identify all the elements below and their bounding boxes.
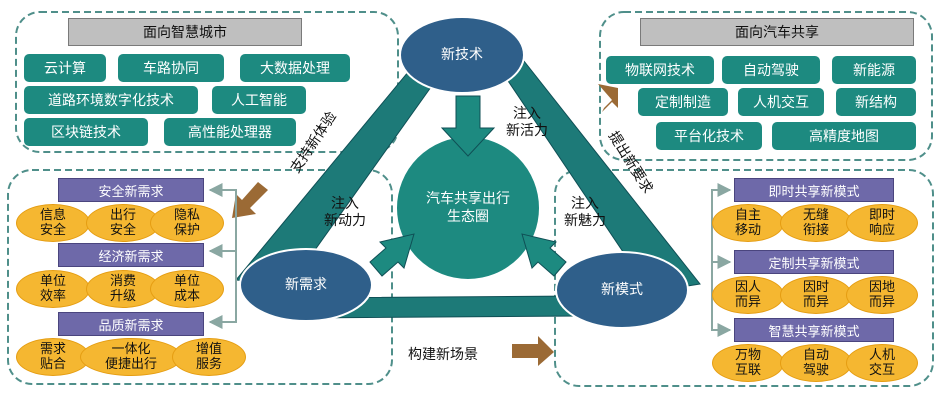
- tech-tag-autonomous-driving: 自动驾驶: [722, 56, 820, 84]
- inject-charm-line2: 新魅力: [564, 213, 606, 229]
- demands-container: [7, 169, 393, 385]
- demand-item: 消费升级: [86, 270, 160, 308]
- tech-tag-cloud-computing: 云计算: [24, 54, 106, 82]
- tech-tag-new-energy: 新能源: [832, 56, 916, 84]
- quality-demand-title: 品质新需求: [58, 312, 204, 336]
- inject-vitality-line1: 注入: [513, 106, 541, 122]
- tech-tag-hci: 人机交互: [738, 88, 824, 116]
- smart-city-container: [15, 11, 399, 153]
- mode-item: 人机交互: [846, 344, 918, 382]
- inject-charm-line1: 注入: [571, 196, 599, 212]
- mode-item: 因人而异: [712, 276, 784, 314]
- demand-node: [239, 248, 373, 322]
- custom-mode-title: 定制共享新模式: [734, 250, 894, 274]
- tech-tag-platform: 平台化技术: [656, 122, 762, 150]
- tech-tag-iot: 物联网技术: [606, 56, 714, 84]
- tech-tag-custom-manufacturing: 定制制造: [638, 88, 728, 116]
- tech-tag-big-data: 大数据处理: [240, 54, 350, 82]
- car-sharing-title: 面向汽车共享: [640, 18, 914, 46]
- arrow-tech-down: [440, 95, 496, 157]
- demand-item: 出行安全: [86, 204, 160, 242]
- mode-item: 因地而异: [846, 276, 918, 314]
- instant-mode-title: 即时共享新模式: [734, 178, 894, 202]
- tech-tag-hpc: 高性能处理器: [164, 118, 296, 146]
- tech-node-label: 新技术: [441, 47, 483, 63]
- center-label: 汽车共享出行 生态圈: [408, 190, 528, 226]
- center-label-line2: 生态圈: [447, 209, 489, 225]
- tech-tag-hd-map: 高精度地图: [772, 122, 916, 150]
- arrow-demand-in: [369, 233, 415, 277]
- inject-vitality-line2: 新活力: [506, 123, 548, 139]
- mode-item: 因时而异: [780, 276, 852, 314]
- inject-momentum-line1: 注入: [331, 196, 359, 212]
- arrow-brown-up-right: [598, 84, 618, 112]
- arrow-brown-right: [512, 336, 554, 366]
- demand-item: 增值服务: [172, 338, 246, 376]
- arrow-brown-down-left: [232, 182, 268, 218]
- demand-item: 需求贴合: [16, 338, 90, 376]
- modes-container: [554, 169, 934, 387]
- tech-node: [399, 16, 525, 94]
- center-label-line1: 汽车共享出行: [426, 191, 510, 207]
- mode-node: [555, 251, 689, 329]
- inject-vitality-label: 注入 新活力: [500, 106, 554, 140]
- inject-momentum-label: 注入 新动力: [318, 196, 372, 230]
- economic-demand-title: 经济新需求: [58, 243, 204, 267]
- tech-tag-road-digitization: 道路环境数字化技术: [24, 86, 198, 114]
- tech-tag-blockchain: 区块链技术: [24, 118, 148, 146]
- mode-item: 无缝衔接: [780, 204, 852, 242]
- safety-demand-title: 安全新需求: [58, 178, 204, 202]
- arrow-mode-in: [521, 233, 567, 277]
- tech-tag-vehicle-road-coordination: 车路协同: [118, 54, 224, 82]
- smart-city-title: 面向智慧城市: [68, 18, 302, 46]
- demand-item: 单位效率: [16, 270, 90, 308]
- tech-tag-ai: 人工智能: [212, 86, 306, 114]
- mode-item: 即时响应: [846, 204, 918, 242]
- demand-item: 单位成本: [150, 270, 224, 308]
- demand-item: 一体化便捷出行: [80, 338, 182, 376]
- mode-item: 自主移动: [712, 204, 784, 242]
- inject-momentum-line2: 新动力: [324, 213, 366, 229]
- mode-item: 万物互联: [712, 344, 784, 382]
- demand-item: 信息安全: [16, 204, 90, 242]
- demand-item: 隐私保护: [150, 204, 224, 242]
- build-scenario-label: 构建新场景: [408, 347, 478, 363]
- mode-item: 自动驾驶: [780, 344, 852, 382]
- demand-node-label: 新需求: [285, 277, 327, 293]
- inject-charm-label: 注入 新魅力: [558, 196, 612, 230]
- tech-tag-new-structure: 新结构: [836, 88, 916, 116]
- smart-mode-title: 智慧共享新模式: [734, 318, 894, 342]
- mode-node-label: 新模式: [601, 282, 643, 298]
